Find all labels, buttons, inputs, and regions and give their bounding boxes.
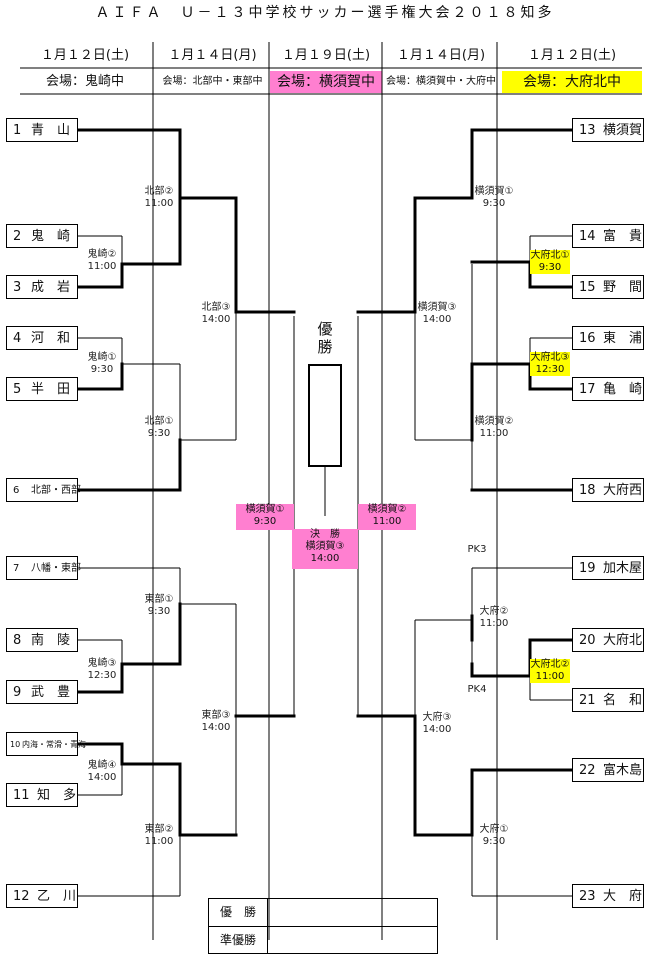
date-header-right-r2: １月１４日(月) (396, 48, 486, 63)
pk-bottom: PK4 (467, 684, 487, 695)
venue-left-r2: 会場：北部中・東部中 (162, 76, 263, 87)
pk-top: PK3 (467, 544, 487, 555)
result-second-label: 準優勝 (209, 927, 268, 954)
winner-label-1: 優 (317, 320, 333, 338)
date-header-left-r1: １月１２日(土) (40, 48, 130, 63)
venue-right-r1: 会場：大府北中 (502, 71, 642, 93)
result-first-label: 優 勝 (209, 899, 268, 926)
venue-left-r1: 会場：鬼崎中 (45, 74, 124, 89)
date-header-left-r2: １月１４日(月) (168, 48, 257, 63)
page-title: ＡＩＦＡ Ｕ－１３中学校サッカー選手権大会２０１８知多 (95, 5, 555, 21)
date-header-final: １月１９日(土) (281, 48, 371, 63)
winner-label-2: 勝 (317, 338, 333, 356)
venue-final: 会場：横須賀中 (270, 71, 382, 93)
venue-right-r2: 会場：横須賀中・大府中 (386, 76, 496, 87)
date-header-right-r1: １月１２日(土) (527, 48, 617, 63)
result-table: 優 勝 準優勝 (208, 898, 438, 954)
